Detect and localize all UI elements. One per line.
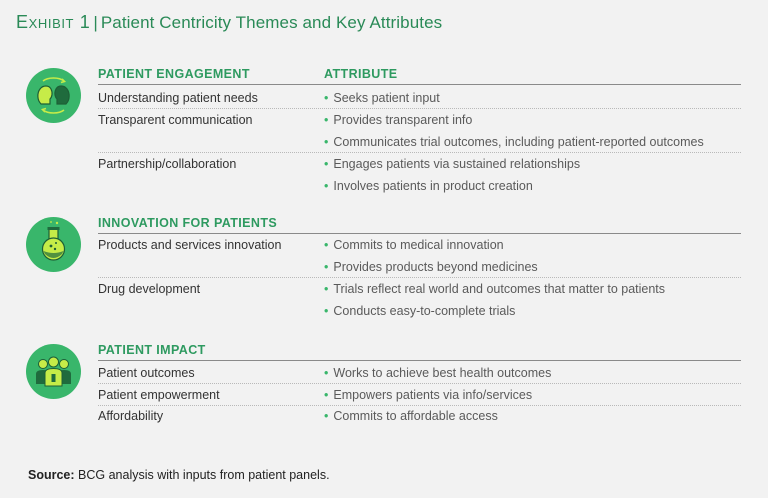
attribute-item: •Works to achieve best health outcomes (324, 366, 552, 380)
row-divider (98, 383, 741, 384)
exhibit-label: Exhibit 1 (16, 12, 91, 32)
header-rule (98, 233, 741, 234)
theme-label: Drug development (98, 282, 201, 296)
attribute-item: •Commits to affordable access (324, 409, 498, 423)
attribute-item: •Trials reflect real world and outcomes … (324, 282, 666, 296)
theme-label: Products and services innovation (98, 238, 282, 252)
section-title-innovation-for-patients: INNOVATION FOR PATIENTS (98, 216, 278, 230)
section-title-patient-impact: PATIENT IMPACT (98, 343, 206, 357)
people-group-icon (26, 344, 81, 399)
attribute-item: •Communicates trial outcomes, including … (324, 135, 704, 149)
attribute-item: •Provides transparent info (324, 113, 473, 127)
attribute-item: •Commits to medical innovation (324, 238, 504, 252)
row-divider (98, 152, 741, 153)
theme-label: Transparent communication (98, 113, 253, 127)
attribute-item: •Conducts easy-to-complete trials (324, 304, 516, 318)
theme-label: Patient empowerment (98, 388, 220, 402)
theme-label: Understanding patient needs (98, 91, 258, 105)
exhibit-title: Exhibit 1|Patient Centricity Themes and … (16, 12, 442, 33)
source-label: Source: (28, 468, 75, 482)
faces-exchange-icon (26, 68, 81, 123)
theme-label: Affordability (98, 409, 164, 423)
attribute-item: •Engages patients via sustained relation… (324, 157, 581, 171)
attribute-item: •Provides products beyond medicines (324, 260, 538, 274)
header-rule (98, 84, 741, 85)
theme-label: Patient outcomes (98, 366, 195, 380)
attribute-item: •Involves patients in product creation (324, 179, 533, 193)
source-note: Source: BCG analysis with inputs from pa… (28, 468, 330, 482)
exhibit-title-text: Patient Centricity Themes and Key Attrib… (100, 13, 443, 32)
theme-label: Partnership/collaboration (98, 157, 237, 171)
attribute-item: •Empowers patients via info/services (324, 388, 533, 402)
attribute-header: ATTRIBUTE (324, 67, 398, 81)
header-rule (98, 360, 741, 361)
source-text: BCG analysis with inputs from patient pa… (78, 468, 330, 482)
title-separator: | (93, 13, 98, 32)
row-divider (98, 277, 741, 278)
row-divider (98, 405, 741, 406)
attribute-item: •Seeks patient input (324, 91, 440, 105)
section-title-patient-engagement: PATIENT ENGAGEMENT (98, 67, 250, 81)
row-divider (98, 108, 741, 109)
flask-icon (26, 217, 81, 272)
